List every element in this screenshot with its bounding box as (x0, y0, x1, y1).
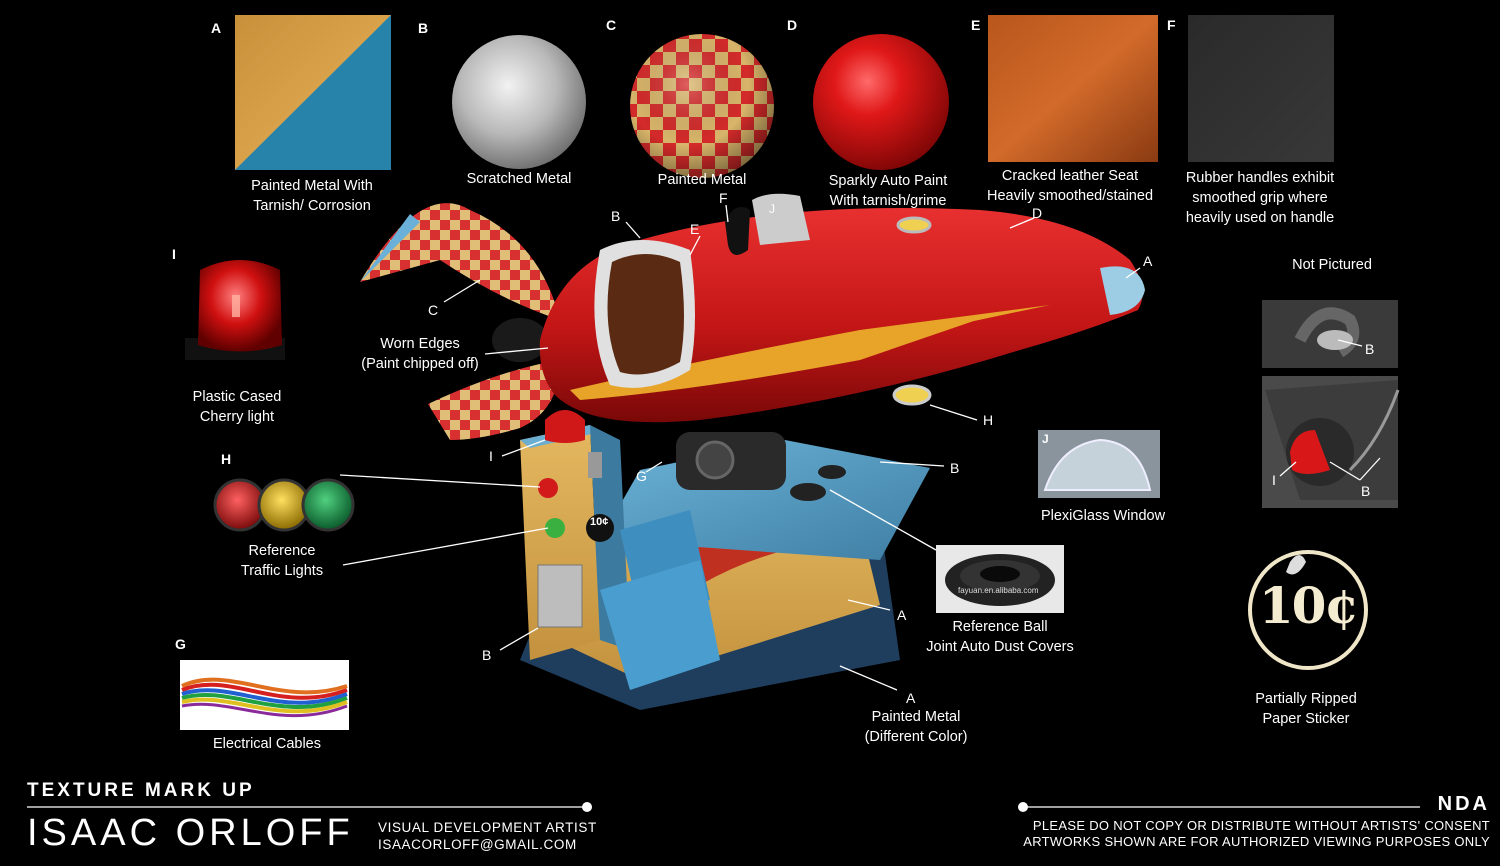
coin-sticker-text: 10¢ (590, 516, 609, 528)
swatch-c-caption: Painted Metal (657, 172, 747, 188)
footer-role: VISUAL DEVELOPMENT ARTIST (378, 820, 597, 835)
not-pictured-panel-2 (1262, 376, 1400, 508)
callout-d-body: D (1032, 205, 1043, 221)
callout-a-base: A (897, 607, 907, 623)
exhaust (492, 318, 548, 362)
ride-mechanism (676, 432, 846, 501)
swatch-e-letter: E (971, 17, 981, 33)
nda-title: NDA (1437, 793, 1490, 815)
seat-block (600, 510, 720, 690)
swatch-d-letter: D (787, 17, 798, 33)
callout-b-seat: B (611, 208, 621, 224)
footer-email: ISAACORLOFF@GMAIL.COM (378, 837, 577, 852)
cherry-letter: I (172, 246, 176, 262)
cables-letter: G (175, 636, 186, 652)
wing-bottom (428, 360, 560, 440)
callout-b-base: B (950, 460, 960, 476)
swatch-b-sphere (452, 35, 586, 169)
sticker-image (1248, 550, 1368, 670)
swatch-d-sphere (813, 34, 949, 170)
callout-g-cable: G (636, 468, 647, 484)
nda-text: PLEASE DO NOT COPY OR DISTRIBUTE WITHOUT… (1010, 818, 1490, 850)
sticker-text: 10¢ (1258, 576, 1359, 635)
callout-e-seat: E (690, 221, 700, 237)
callout-h-light: H (983, 412, 994, 428)
swatch-e-image (988, 15, 1158, 162)
callout-a-nose: A (1143, 253, 1153, 269)
not-pictured-b1: B (1365, 341, 1375, 357)
swatch-c-sphere (630, 34, 774, 178)
callout-f-handle: F (719, 190, 728, 206)
callout-c-wing: C (428, 302, 439, 318)
rocket-body (539, 193, 1145, 423)
cables-image (180, 660, 349, 730)
plexiglass-image (1038, 430, 1160, 498)
callout-i-light: I (489, 448, 493, 464)
not-pictured-title: Not Pictured (1292, 257, 1372, 273)
footer-title: TEXTURE MARK UP (27, 780, 255, 801)
footer-dot-right (1018, 802, 1028, 812)
callout-b-panel: B (482, 647, 492, 663)
callout-a-bottom-caption: Painted Metal(Different Color) (864, 709, 968, 745)
footer-name: ISAAC ORLOFF (27, 812, 354, 854)
not-pictured-i: I (1272, 472, 1276, 488)
swatch-f-image (1188, 15, 1334, 162)
nda-line-1: PLEASE DO NOT COPY OR DISTRIBUTE WITHOUT… (1032, 818, 1490, 833)
traffic-letter: H (221, 451, 232, 467)
callout-worn-edges: Worn Edges(Paint chipped off) (361, 336, 479, 372)
swatch-b-letter: B (418, 20, 429, 36)
swatch-b-caption: Scratched Metal (466, 171, 572, 187)
swatch-f-letter: F (1167, 17, 1176, 33)
swatch-a-letter: A (211, 20, 222, 36)
plexi-caption: PlexiGlass Window (1040, 508, 1166, 524)
footer-role-email: VISUAL DEVELOPMENT ARTIST ISAACORLOFF@GM… (378, 819, 597, 853)
not-pictured-panel-1 (1262, 300, 1398, 368)
traffic-lights-image (213, 478, 355, 532)
leader-lines (339, 204, 1381, 691)
wing-top (360, 203, 560, 320)
dust-watermark: fayuan.en.alibaba.com (958, 586, 1039, 595)
dust-cover-image (936, 545, 1064, 613)
cherry-light-image (185, 260, 285, 360)
footer-dot-left (582, 802, 592, 812)
not-pictured-b2: B (1361, 483, 1371, 499)
plexi-letter: J (1042, 432, 1049, 446)
nda-line-2: ARTWORKS SHOWN ARE FOR AUTHORIZED VIEWIN… (1023, 834, 1490, 849)
cables-caption: Electrical Cables (213, 736, 321, 752)
wing-top-edge (360, 214, 420, 282)
callout-j-window: J (769, 202, 775, 216)
callout-a-bottom: A (906, 690, 916, 706)
swatch-a-image (235, 15, 391, 170)
swatch-c-letter: C (606, 17, 617, 33)
